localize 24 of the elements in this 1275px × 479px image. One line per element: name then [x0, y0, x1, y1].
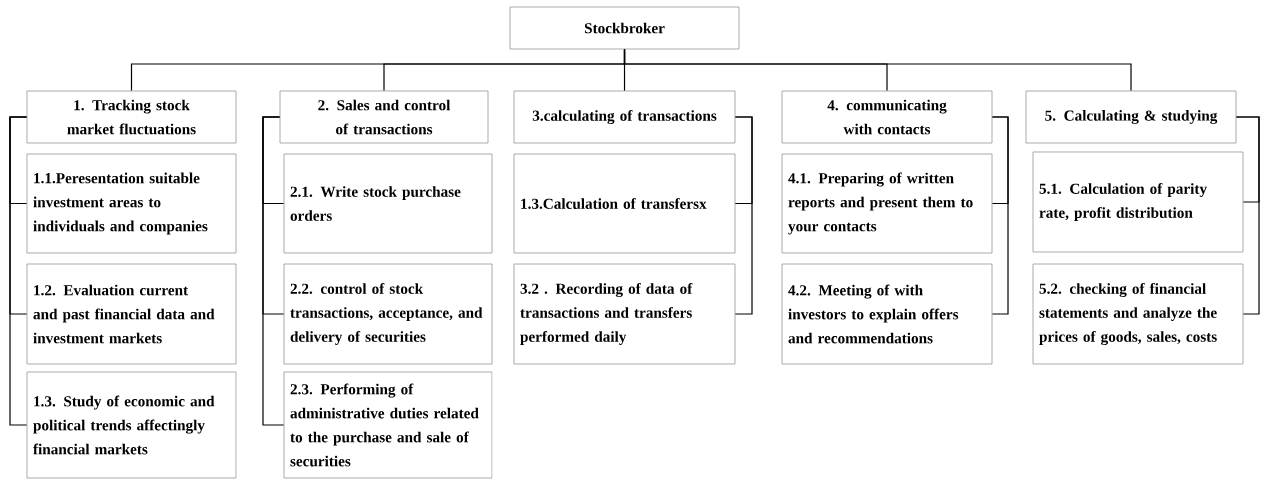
connector-line	[623, 48, 1132, 92]
task-box: 2.1. Write stock purchase orders	[283, 153, 493, 254]
connector-line	[734, 116, 753, 315]
task-box: 3.2 . Recording of data of transactions and transfers performed daily	[513, 263, 736, 365]
task-box: 2.2. control of stock transactions, acceptance, and delivery of securities	[283, 263, 493, 365]
connector-line	[1235, 116, 1260, 315]
category-box: 5. Calculating & studying	[1025, 90, 1237, 144]
category-box: 4. communicating with contacts	[781, 90, 993, 144]
task-box: 2.3. Performing of administrative duties related to the purchase and sale of securities	[283, 371, 493, 479]
task-box: 4.1. Preparing of written reports and present them to your contacts	[781, 153, 993, 254]
task-box: 1.1.Peresentation suitable investment areas to individuals and companies	[26, 153, 237, 254]
connector-line	[262, 116, 285, 426]
category-box: 2. Sales and control of transactions	[279, 90, 489, 144]
root-box: Stockbroker	[509, 6, 740, 50]
category-box: 1. Tracking stock market fluctuations	[26, 90, 237, 144]
task-box: 1.2. Evaluation current and past financial data and investment markets	[26, 263, 237, 365]
connector-line	[9, 116, 28, 426]
task-box: 1.3.Calculation of transfersx	[513, 153, 736, 254]
connector-line	[991, 116, 1009, 315]
task-box: 5.2. checking of financial statements and analyze the prices of goods, sales, costs	[1032, 263, 1244, 365]
task-box: 5.1. Calculation of parity rate, profit distribution	[1032, 151, 1244, 253]
task-box: 4.2. Meeting of with investors to explain offers and recommendations	[781, 263, 993, 365]
task-box: 1.3. Study of economic and political trends affectingly financial markets	[26, 371, 237, 479]
category-box: 3.calculating of transactions	[513, 90, 736, 144]
